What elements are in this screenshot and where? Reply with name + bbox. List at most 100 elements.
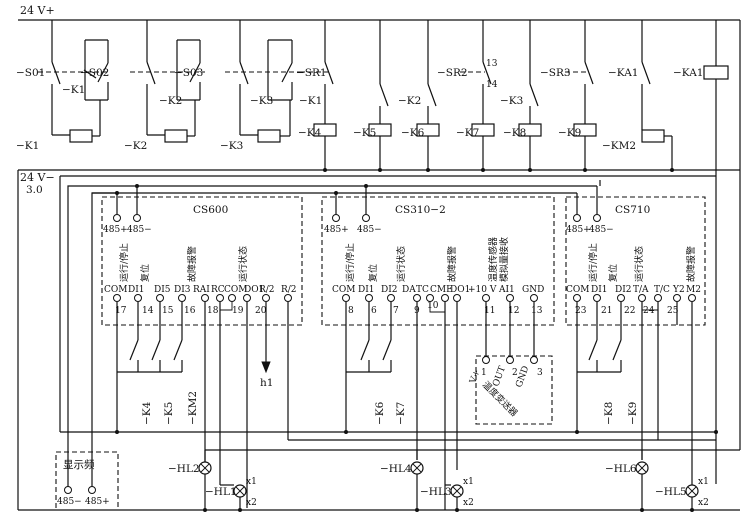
contact-k1a-label: −K1 <box>62 84 85 96</box>
cs600-t-di5: DI5 <box>154 285 171 295</box>
cs310-title: CS310−2 <box>395 204 446 216</box>
display-485p: 485+ <box>85 497 110 507</box>
cs710-n22: 22 <box>624 306 635 316</box>
coil-k8-label: −K8 <box>503 127 526 139</box>
cs710-k8-label: −K8 <box>603 402 615 425</box>
cs600-n19: 19 <box>232 306 244 316</box>
cs710-n23: 23 <box>575 306 587 316</box>
coil-k1-label: −K1 <box>16 140 39 152</box>
switch-s01-label: −S01 <box>16 67 45 79</box>
cs310-485m: 485− <box>357 225 382 235</box>
cs310-n6: 6 <box>371 306 377 316</box>
contact-k1b-label: −K1 <box>299 95 322 107</box>
lamp-hl4: −HL4 <box>380 461 424 510</box>
cs600-inputs: −K4 −K5 −KM2 h1 <box>116 302 289 508</box>
coil-k3-label: −K3 <box>220 140 243 152</box>
rail-negative-label: 24 V− <box>20 171 55 184</box>
lamp-hl3-x2: x2 <box>463 498 474 508</box>
cs600-t-r2a: R/2 <box>259 285 275 295</box>
cs310-n13: 13 <box>531 306 543 316</box>
cs600-t-di3: DI3 <box>174 285 191 295</box>
lamp-hl2-label: −HL2 <box>168 463 200 475</box>
cs310-module: CS310−2 485+ 485− 运行/停止 复位 运行状态 故障报警 温度传… <box>321 196 555 326</box>
lamp-hl2: −HL2 <box>168 461 212 510</box>
cs710-k9-label: −K9 <box>627 402 639 425</box>
lamp-hl1-x2: x2 <box>246 498 257 508</box>
transmitter-out: OUT <box>491 365 508 388</box>
switch-sr2-14: 14 <box>486 80 498 90</box>
coil-k2-label: −K2 <box>124 140 147 152</box>
transmitter-n2: 2 <box>512 368 518 378</box>
cs310-t-cme: CME <box>430 285 453 295</box>
cs310-t-ai1: AI1 <box>498 285 515 295</box>
cs600-title: CS600 <box>193 204 228 216</box>
cs310-temp-sensor: 温度传感器 <box>487 237 499 282</box>
cs310-inputs: −K6 −K7 <box>345 302 535 510</box>
cs310-n8: 8 <box>348 306 354 316</box>
cs600-n16: 16 <box>184 306 196 316</box>
display-485m: 485− <box>57 497 82 507</box>
cs600-n14: 14 <box>142 306 154 316</box>
cs600-k5-label: −K5 <box>163 402 175 425</box>
cs600-reset: 复位 <box>139 264 151 282</box>
cs600-run-state: 运行状态 <box>237 246 249 282</box>
transmitter-n3: 3 <box>537 368 543 378</box>
cs710-t-ta: T/A <box>633 285 649 295</box>
transmitter-n1: 1 <box>481 368 487 378</box>
rail-negative: 24 V− 3.0 <box>18 169 740 196</box>
lamp-hl3-label: −HL3 <box>420 486 452 498</box>
cs310-n7: 7 <box>393 306 399 316</box>
cs600-km2-label: −KM2 <box>187 391 199 425</box>
coil-k3 <box>257 129 281 143</box>
coil-k9-label: −K9 <box>558 127 581 139</box>
temperature-transmitter: 1 2 3 V+ OUT GND 温度变送器 <box>468 355 553 425</box>
coil-k1 <box>69 129 93 143</box>
coil-k5-label: −K5 <box>353 127 376 139</box>
cs600-t-di1: DI1 <box>128 285 145 295</box>
contact-k3b-label: −K3 <box>500 95 523 107</box>
coil-km2 <box>641 129 665 143</box>
lamp-hl5-x2: x2 <box>698 498 709 508</box>
lamp-hl4-label: −HL4 <box>380 463 412 475</box>
lamp-hl5-label: −HL5 <box>655 486 687 498</box>
cs600-t-rai: RAI <box>193 285 210 295</box>
lamp-hl1-x1: x1 <box>246 477 257 487</box>
cs310-t-da: DA <box>402 285 416 295</box>
cs310-n10: 10 <box>427 301 439 311</box>
cs310-k7-label: −K7 <box>395 402 407 425</box>
cs710-inputs: −K8 −K9 <box>576 302 693 476</box>
lamp-hl5-x1: x1 <box>698 477 709 487</box>
cs710-t-com: COM <box>566 285 589 295</box>
cs710-t-di2: DI2 <box>615 285 632 295</box>
cs310-fault-alarm: 故障报警 <box>446 246 458 282</box>
coil-km2-label: −KM2 <box>602 140 636 152</box>
switch-sr2-label: −SR2 <box>437 67 468 79</box>
cs310-t-do1: DO1 <box>450 285 470 295</box>
switch-s02-label: −S02 <box>80 67 109 79</box>
cs310-reset: 复位 <box>367 264 379 282</box>
lower-bus <box>17 20 741 511</box>
branch-k6-k7: −K2 −K6 −SR2 13 14 −K7 <box>398 20 498 170</box>
cs600-fault-alarm: 故障报警 <box>186 246 198 282</box>
cs310-analog-in: 模拟量接收 <box>498 237 510 282</box>
cs310-t-tc: TC <box>416 285 429 295</box>
coil-k4-label: −K4 <box>298 127 322 139</box>
cs310-t-di1: DI1 <box>358 285 375 295</box>
rail-negative-sub: 3.0 <box>26 184 43 196</box>
branch-k1: −S01 −S02 −K1 −K1 <box>16 20 110 152</box>
cs600-t-com2: COM <box>224 285 247 295</box>
cs710-t-tc: T/C <box>654 285 670 295</box>
cs710-485p: 485+ <box>566 225 591 235</box>
lamp-hl6: −HL6 <box>605 461 649 510</box>
cs600-module: CS600 485+ 485− 运行/停止 复位 故障报警 运行状态 COM D… <box>101 196 303 326</box>
cs600-485p: 485+ <box>103 225 128 235</box>
junctions <box>115 168 718 512</box>
cs600-n20: 20 <box>255 306 267 316</box>
lamp-hl5: −HL5 x1 x2 <box>655 476 709 510</box>
cs310-n11: 11 <box>484 306 495 316</box>
coil-k2 <box>164 129 188 143</box>
cs310-run-state: 运行状态 <box>395 246 407 282</box>
rail-positive: 24 V+ <box>18 4 740 21</box>
transmitter-v: V+ <box>468 368 483 386</box>
